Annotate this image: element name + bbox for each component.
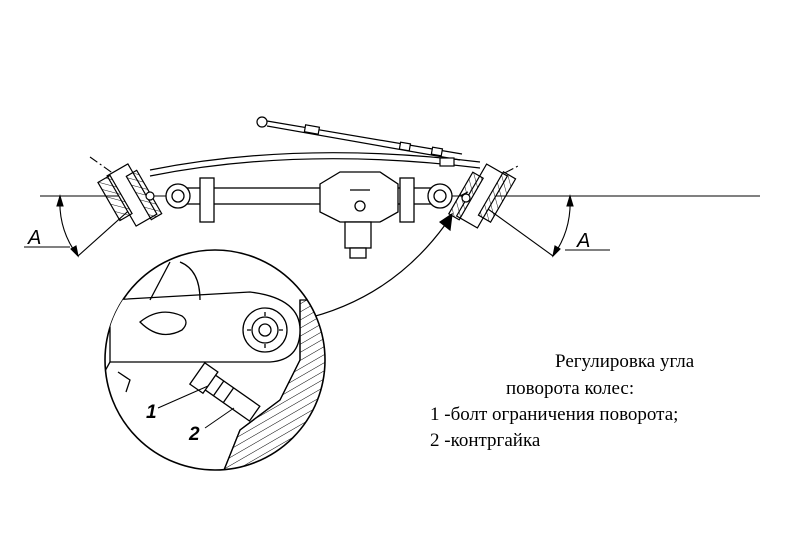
caption-line-2: поворота колес: [506,378,635,399]
steering-drag-link [256,116,463,161]
left-wheel-hub [97,163,163,227]
angle-label-right: A [576,230,590,252]
tie-rod [149,152,481,177]
angle-label-left: A [27,227,41,249]
right-wheel-hub [447,163,517,229]
callout-1-label: 1 [146,402,157,423]
detail-pointer [299,212,453,321]
axle-beam [165,177,453,223]
caption-line-3: 1 -болт ограничения поворота; [430,404,679,425]
callout-2-label: 2 [188,424,200,445]
caption-line-1: Регулировка угла [555,351,695,372]
differential-housing [319,171,399,259]
caption-line-4: 2 -контргайка [430,430,541,451]
detail-view [104,249,326,471]
